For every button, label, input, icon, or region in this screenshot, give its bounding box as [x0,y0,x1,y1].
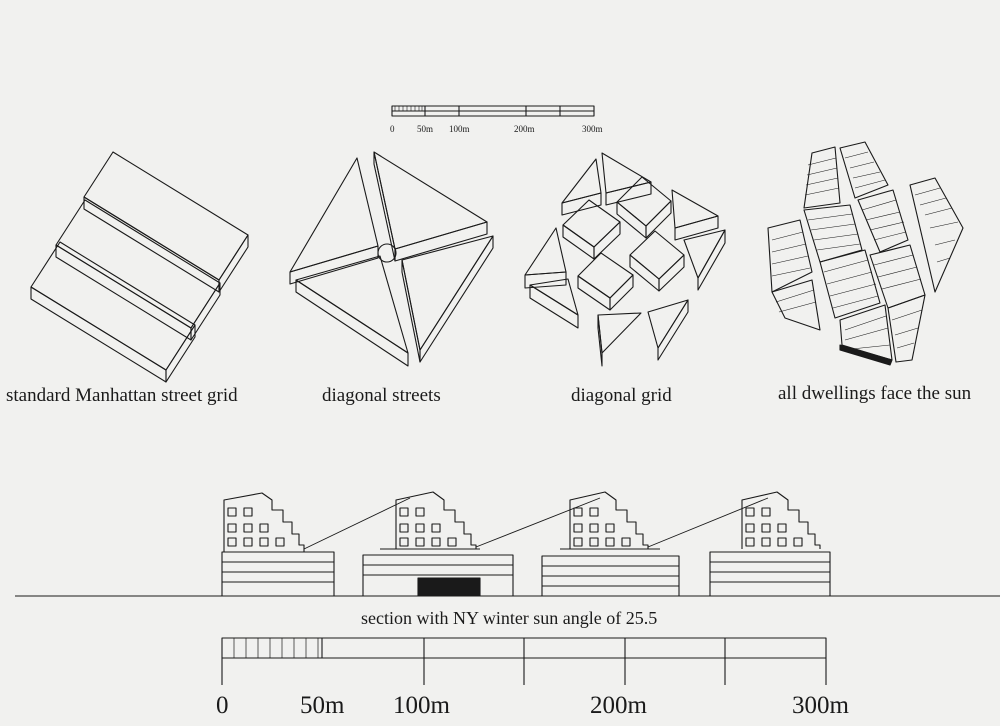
manhattan-grid-drawing [30,151,249,383]
top-scale-bar [391,105,595,117]
diagonal-grid-drawing [524,152,726,367]
sun-dwellings-drawing [767,141,964,366]
bottom-scale-tick-0: 0 [216,692,229,719]
bottom-scale-bar [221,637,827,685]
sun-ray-3 [647,497,769,548]
bottom-scale-tick-300m: 300m [792,692,849,719]
bottom-scale-tick-200m: 200m [590,692,647,719]
diagram-label-manhattan: standard Manhattan street grid [6,385,238,406]
section-building-1 [221,492,335,597]
diagram-label-sun-dwellings: all dwellings face the sun [778,383,972,404]
sun-ray-2 [475,497,601,548]
section-caption: section with NY winter sun angle of 25.5 [361,608,658,628]
diagonal-streets-drawing [289,151,494,367]
bottom-scale-tick-100m: 100m [393,692,450,719]
bottom-scale-tick-50m: 50m [300,692,345,719]
diagram-label-diagonal-grid: diagonal grid [571,385,672,406]
top-scale-tick-50m: 50m [417,124,434,134]
section-building-3 [541,491,680,597]
top-scale-tick-0: 0 [390,124,395,134]
top-scale-tick-200m: 200m [514,124,535,134]
diagram-label-diagonal-streets: diagonal streets [322,385,441,406]
top-scale-tick-100m: 100m [449,124,470,134]
top-scale-tick-300m: 300m [582,124,603,134]
section-building-4 [709,491,831,597]
section-building-2 [362,491,514,597]
sun-ray-1 [303,497,411,550]
